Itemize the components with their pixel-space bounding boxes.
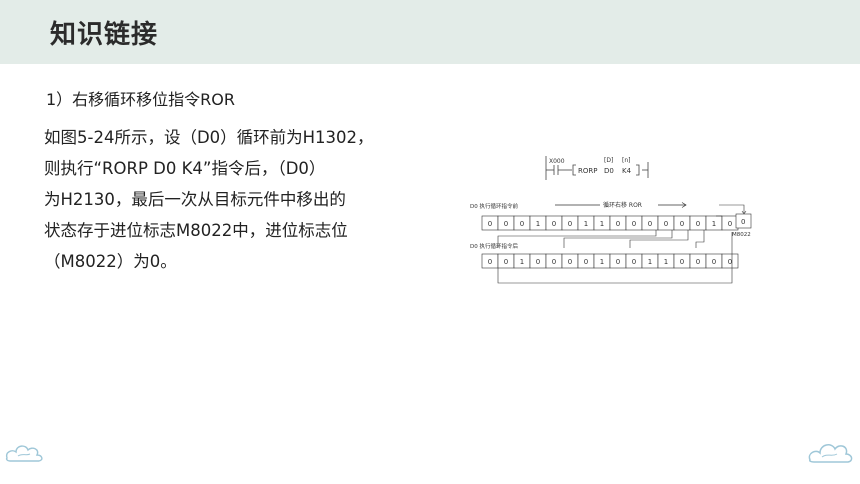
body-line: 则执行“RORP D0 K4”指令后，（D0）: [44, 159, 326, 178]
bit-value: 0: [536, 258, 540, 266]
carry-flag: 0 M8022: [716, 204, 752, 238]
bit-value: 0: [680, 220, 684, 228]
carry-label: M8022: [732, 232, 751, 238]
bit-value: 0: [552, 258, 556, 266]
cloud-decoration-right: [808, 444, 853, 463]
bit-value: 0: [728, 220, 732, 228]
instruction-label: RORP: [578, 167, 597, 175]
bit-value: 0: [488, 258, 492, 266]
bit-value: 0: [488, 220, 492, 228]
ror-arrow: [555, 202, 687, 208]
bit-value: 0: [568, 220, 572, 228]
bit-value: 0: [520, 220, 524, 228]
bit-value: 1: [536, 220, 540, 228]
body-line: 如图5-24所示，设（D0）循环前为H1302，: [44, 128, 374, 147]
ror-diagram: X000 RORP [D] [n] D0 K4 D0 执行循环指令前 D0 执行…: [470, 156, 752, 284]
wrap-connectors: [497, 230, 733, 284]
bit-value: 0: [664, 220, 668, 228]
bit-value: 0: [584, 258, 588, 266]
carry-value: 0: [741, 218, 745, 226]
bit-value: 0: [696, 258, 700, 266]
bit-value: 0: [648, 220, 652, 228]
bit-value: 0: [568, 258, 572, 266]
body-line: 为H2130，最后一次从目标元件中移出的: [44, 190, 346, 209]
bit-value: 0: [712, 258, 716, 266]
cloud-decoration-left: [5, 445, 43, 462]
operand-n: K4: [622, 167, 632, 175]
ror-arrow-label: 循环右移 ROR: [603, 201, 642, 209]
bit-row-before: 0 0 0 1 0 0 1 1 0 0 0 0 0 0 1 0: [481, 215, 739, 231]
operand-d: D0: [604, 167, 614, 175]
ladder-rung: [545, 156, 649, 180]
bit-value: 1: [648, 258, 652, 266]
after-label: D0 执行循环指令后: [470, 242, 518, 250]
bit-value: 1: [584, 220, 588, 228]
bit-value: 0: [696, 220, 700, 228]
bit-value: 1: [664, 258, 668, 266]
body-line: （M8022）为0。: [44, 252, 177, 271]
bit-value: 0: [632, 258, 636, 266]
bit-value: 0: [632, 220, 636, 228]
bit-value: 0: [728, 258, 732, 266]
body-paragraph: 如图5-24所示，设（D0）循环前为H1302， 则执行“RORP D0 K4”…: [44, 122, 424, 277]
bit-value: 1: [520, 258, 524, 266]
bit-value: 1: [600, 258, 604, 266]
bit-value: 1: [600, 220, 604, 228]
before-label: D0 执行循环指令前: [470, 202, 518, 210]
page-title: 知识链接: [50, 20, 159, 50]
bit-value: 0: [616, 220, 620, 228]
bit-value: 1: [712, 220, 716, 228]
body-line: 状态存于进位标志M8022中，进位标志位: [44, 221, 348, 240]
bit-value: 0: [680, 258, 684, 266]
section-subtitle: 1）右移循环移位指令ROR: [46, 90, 236, 109]
bit-value: 0: [616, 258, 620, 266]
bit-cell: [721, 253, 739, 269]
operand-header-d: [D]: [604, 157, 613, 164]
header-bar: 知识链接: [0, 0, 860, 64]
bit-value: 0: [504, 258, 508, 266]
bit-value: 0: [504, 220, 508, 228]
contact-label: X000: [549, 158, 565, 165]
bit-value: 0: [552, 220, 556, 228]
bit-row-after: 0 0 1 0 0 0 0 1 0 0 1 1 0 0 0 0: [481, 253, 739, 269]
operand-header-n: [n]: [622, 157, 630, 164]
